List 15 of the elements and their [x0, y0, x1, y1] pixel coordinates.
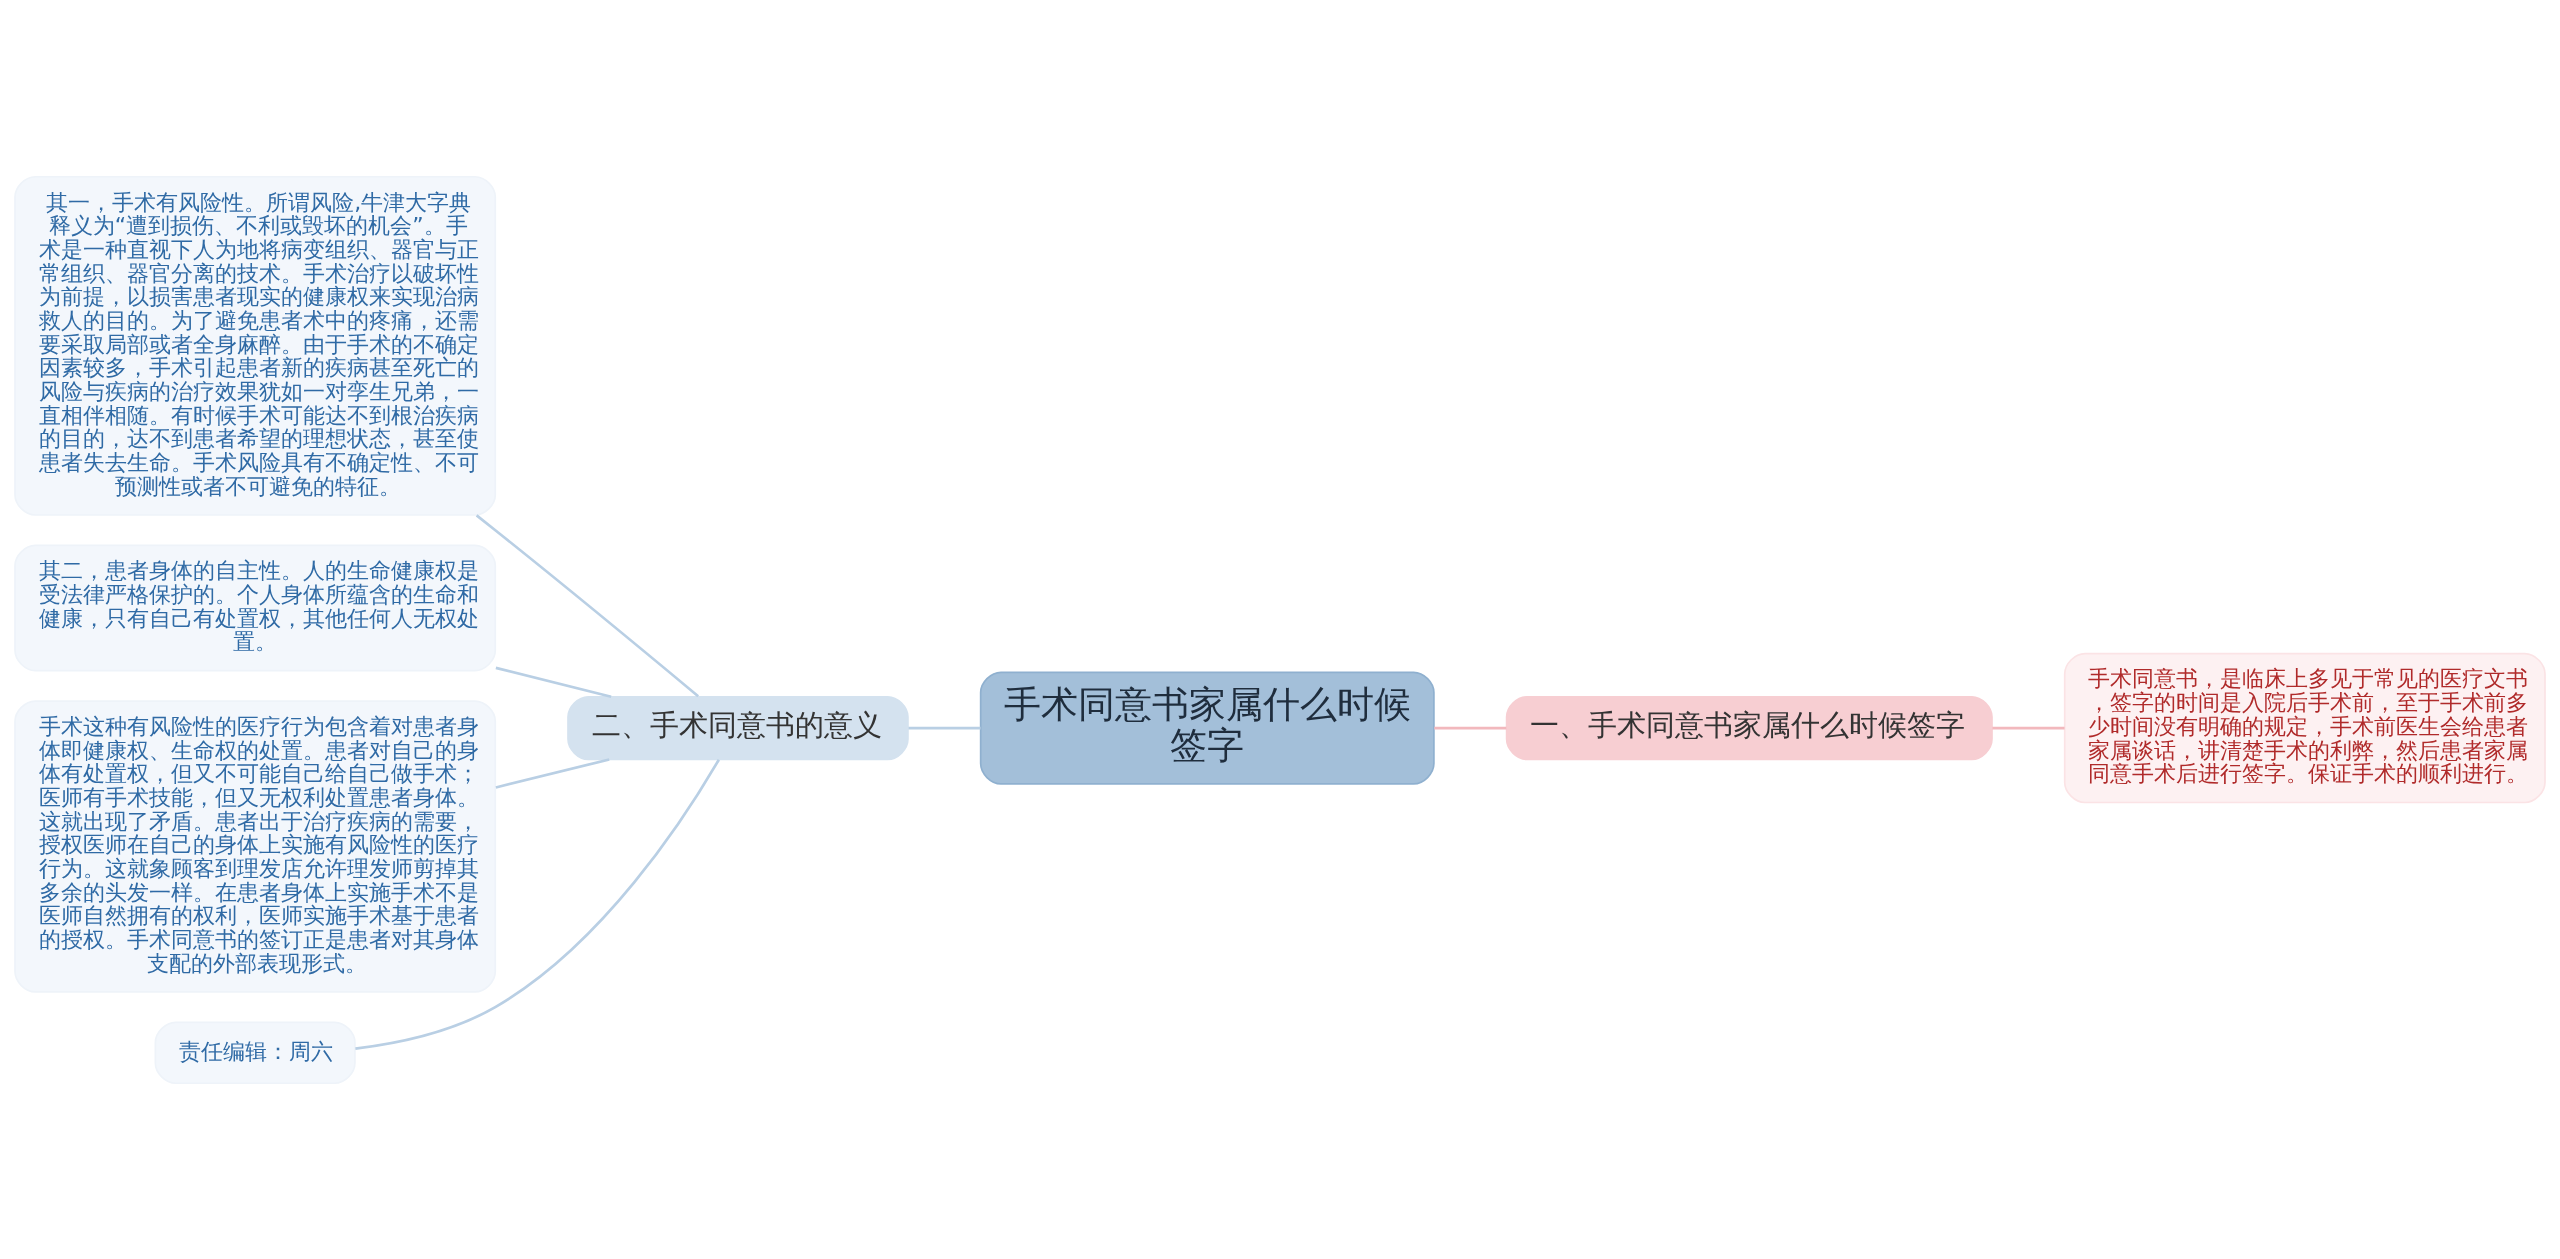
node-box: 一、手术同意书家属什么时候签字: [1505, 695, 1993, 760]
connector: [475, 513, 700, 697]
connector: [355, 758, 720, 1050]
connector: [495, 666, 612, 698]
node-box: 其一，手术有风险性。所谓风险,牛津大字典释义为“遭到损伤、不利或毁坏的机会”。手术是一种直视下人为地将病变组织、器官与正常组织、器官分离的技术。手术治疗以破坏性为前提，以损害患者现实的健康权来实现治病救人的目的。为了避免患者术中的疼痛，还需要采取局部或者全身麻醉。由于手术的不确定因素较多，手术引起患者新的疾病甚至死亡的风险与疾病的治疗效果犹如一对孪生兄弟，一直相伴相随。有时候手术可能达不到根治疾病的目的，达不到患者希望的理想状态，甚至使患者失去生命。手术风险具有不确定性、不可预测性或者不可避免的特征。: [14, 175, 497, 516]
connector: [908, 726, 981, 729]
node-box: 手术同意书，是临床上多见于常见的医疗文书，签字的时间是入院后手术前，至于手术前多少时间没有明确的规定，手术前医生会给患者家属谈话，讲清楚手术的利弊，然后患者家属同意手术后进行签字。保证手术的顺利进行。: [2063, 652, 2546, 803]
node-box: 其二，患者身体的自主性。人的生命健康权是受法律严格保护的。个人身体所蕴含的生命和健康，只有自己有处置权，其他任何人无权处置。: [14, 544, 497, 671]
node-box: 手术同意书家属什么时候签字: [979, 670, 1435, 785]
node-box: 二、手术同意书的意义: [567, 695, 909, 760]
connector: [495, 757, 610, 789]
node-box: 手术这种有风险性的医疗行为包含着对患者身体即健康权、生命权的处置。患者对自己的身体有处置权，但又不可能自己给自己做手术；医师有手术技能，但又无权利处置患者身体。这就出现了矛盾。患者出于治疗疾病的需要，授权医师在自己的身体上实施有风险性的医疗行为。这就象顾客到理发店允许理发师剪掉其多余的头发一样。在患者身体上实施手术不是医师自然拥有的权利，医师实施手术基于患者的授权。手术同意书的签订正是患者对其身体支配的外部表现形式。: [14, 699, 497, 993]
node-box: 责任编辑：周六: [154, 1021, 356, 1084]
connector: [1992, 726, 2065, 729]
connector: [1434, 726, 1507, 729]
